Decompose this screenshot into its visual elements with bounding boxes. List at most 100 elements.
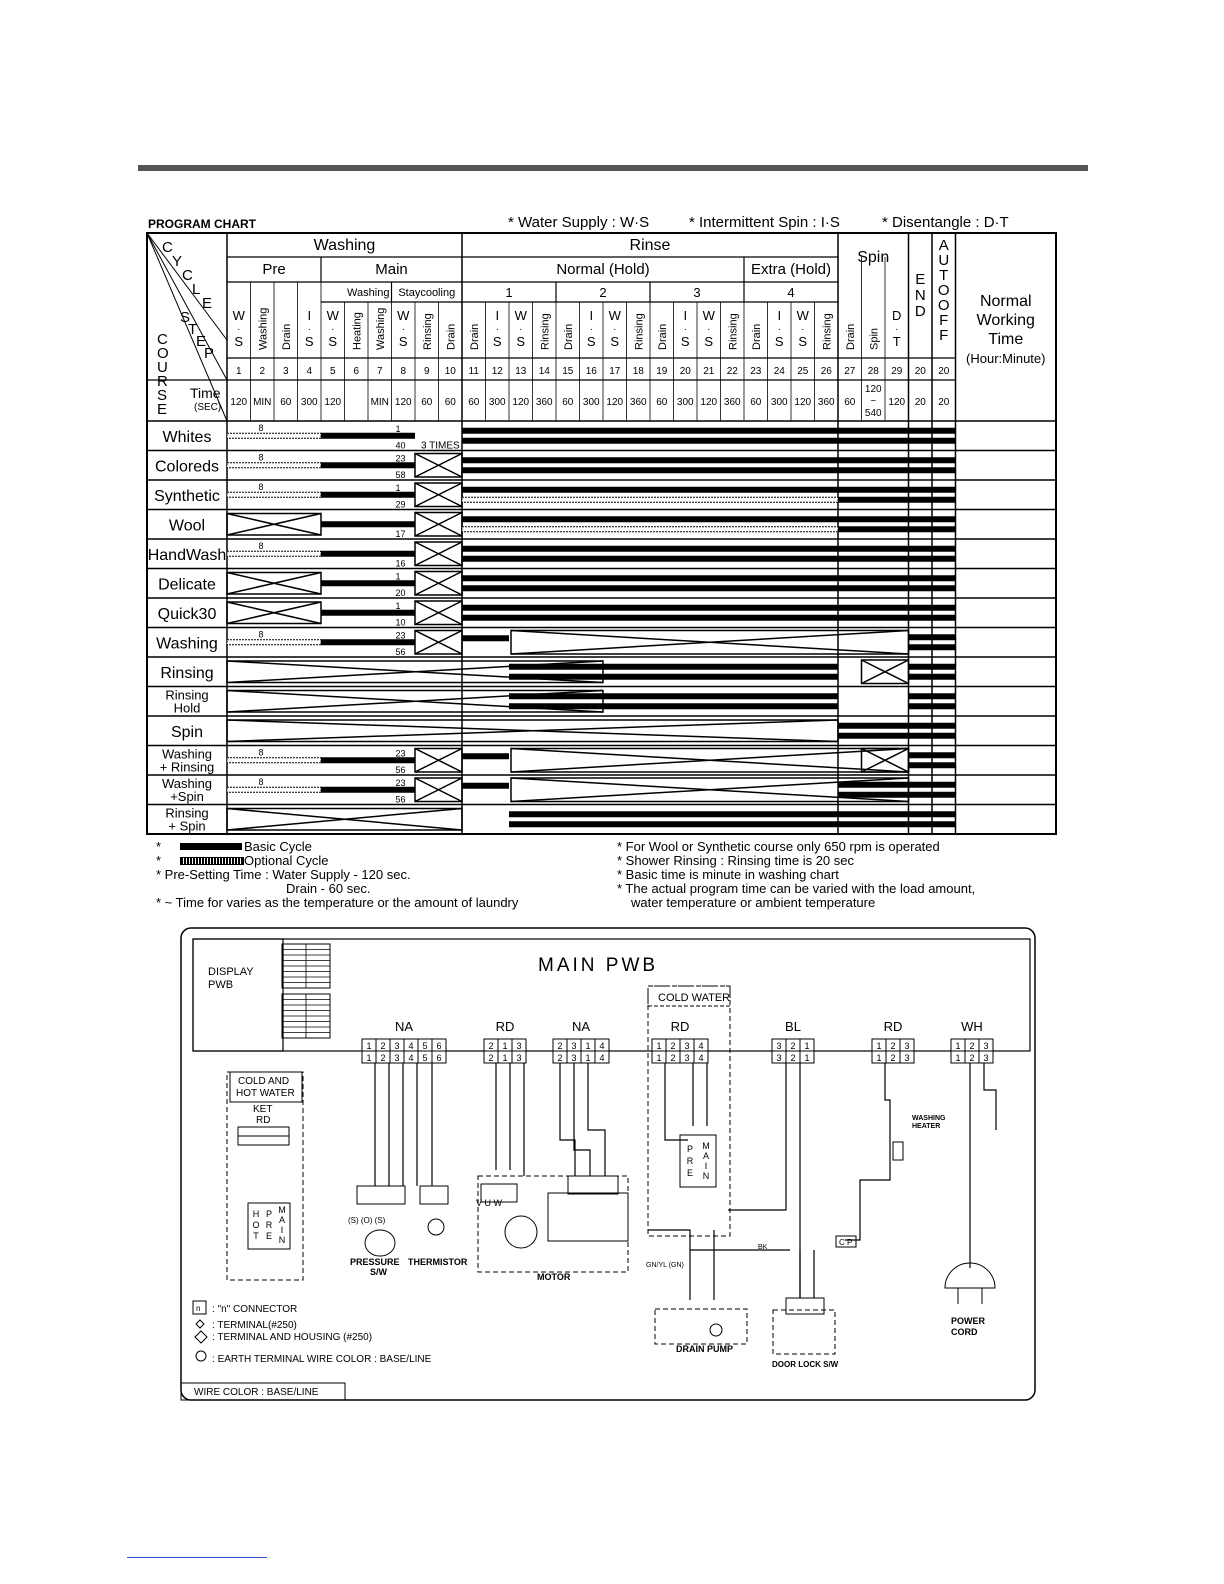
step-label-dot: · [613,324,616,335]
basic-bar [838,781,909,788]
step-label: I [683,308,687,323]
abbrev-water-supply: * Water Supply : W·S [508,214,650,231]
step-number: 6 [353,366,359,377]
step-number: 23 [750,366,762,377]
optional-bar [226,757,322,764]
sub-main: Main [375,261,408,278]
normal-time-label: (Hour:Minute) [966,351,1045,366]
cross-line [226,571,322,595]
corner-sec: (SEC) [194,402,221,413]
abbrev-intermittent-spin: * Intermittent Spin : I·S [689,214,840,231]
basic-bar [838,437,909,444]
basic-bar [462,604,838,611]
basic-bar [838,575,909,582]
sub-normal: Normal (Hold) [556,261,649,278]
step-time: 300 [489,397,506,408]
basic-bar [908,457,956,464]
course-name: Rinsing [165,805,208,820]
corner-cycle: Y [172,253,182,270]
step-label-dot: · [519,324,522,335]
basic-bar [321,609,415,616]
step-label: Rinsing [821,313,833,350]
course-name: Wool [169,517,205,534]
basic-bar [321,639,415,646]
course-value: 8 [259,630,264,640]
course-value: 23 [396,454,406,464]
cross-box [510,629,910,655]
course-value: 23 [396,778,406,788]
sub-extra: Extra (Hold) [751,261,831,278]
cross-box [414,482,463,508]
note-presetting: * Pre-Setting Time : Water Supply - 120 … [156,867,411,882]
course-value: 8 [259,777,264,787]
optional-bar [226,550,322,557]
step-time: 120 [512,397,529,408]
autooff-char: F [939,327,948,344]
step-number: 11 [469,366,480,377]
legend-basic-label: Basic Cycle [244,839,312,854]
diag-2 [146,232,228,341]
step-label: Drain [469,324,481,350]
cross-line [414,452,463,478]
step-number: 25 [797,366,809,377]
step-label: I [307,308,311,323]
course-name: Delicate [158,576,216,593]
step-time: 60 [280,397,292,408]
step-label: S [493,334,502,349]
basic-bar [838,496,909,503]
normal-time-label: Normal [980,293,1032,310]
basic-bar [908,811,956,818]
legend-optional-swatch [180,857,244,865]
course-name: + Rinsing [160,759,215,774]
cross-box [414,747,463,773]
basic-bar [908,752,956,759]
step-label-dot: · [707,324,710,335]
course-value: 58 [396,470,406,480]
step-time: 360 [724,397,741,408]
step-label: Washing [257,308,269,350]
basic-bar [838,732,909,739]
corner-cycle: C [162,239,173,256]
step-number: 10 [445,366,457,377]
step-time: 120 [865,384,882,395]
course-name: Washing [162,746,212,761]
course-value: 1 [396,483,401,493]
cross-line [226,807,463,831]
step-number: 18 [633,366,645,377]
basic-bar [908,516,956,523]
step-label-dot: · [684,324,687,335]
rinse-number: 2 [599,285,606,300]
basic-bar [908,555,956,562]
step-label-dot: · [590,324,593,335]
chart-title: PROGRAM CHART [148,217,256,231]
step-label: W [515,308,528,323]
basic-bar [321,462,415,469]
basic-bar [908,634,956,641]
step-number: 1 [236,366,242,377]
basic-bar [321,432,415,439]
step-label: Rinsing [539,313,551,350]
note-drain: Drain - 60 sec. [286,881,371,896]
rinse-number: 3 [693,285,700,300]
step-label: W [797,308,810,323]
basic-bar [908,821,956,828]
basic-bar [462,555,838,562]
cross-box [510,777,910,803]
course-value: 1 [396,424,401,434]
step-time: 60 [562,397,574,408]
basic-bar [462,467,838,474]
step-number: 20 [938,366,950,377]
step-label: S [704,334,713,349]
step-number: 12 [492,366,504,377]
corner-course: O [157,345,169,362]
step-label: S [399,334,408,349]
legend-optional: * Optional Cycle [156,853,329,868]
step-time: 60 [844,397,856,408]
step-label: S [587,334,596,349]
step-number: 19 [656,366,668,377]
step-label: W [233,308,246,323]
course-extra: 3 TIMES [421,441,460,452]
step-label-dot: · [308,324,311,335]
bottom-link-line [127,1557,267,1558]
course-name: Hold [174,700,201,715]
